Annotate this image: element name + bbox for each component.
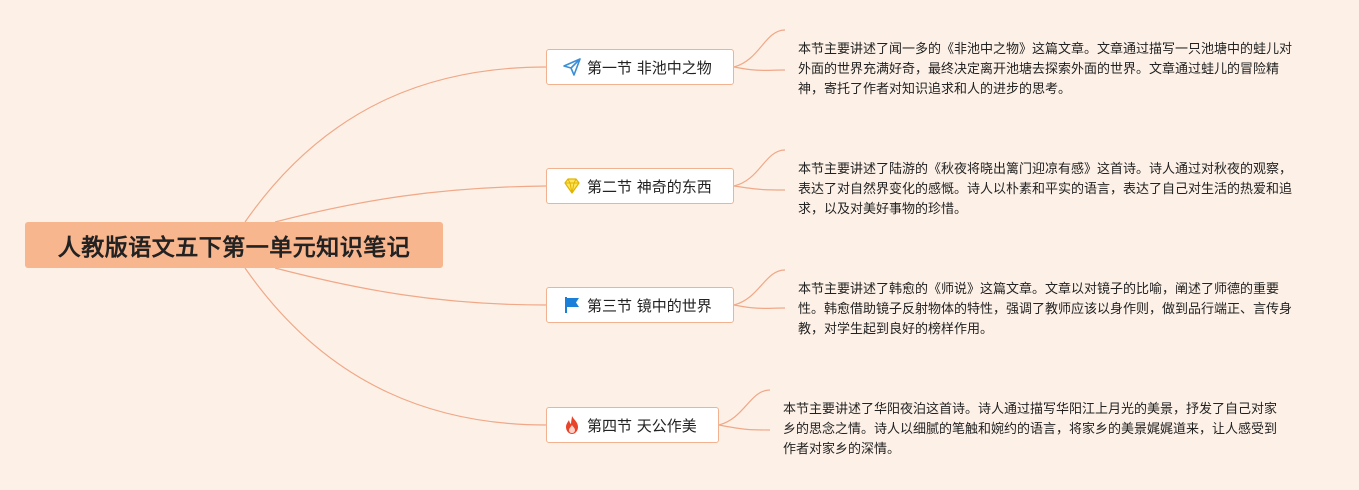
- connector-bracket-1-top: [733, 29, 786, 68]
- section-label-1: 第一节 非池中之物: [587, 58, 712, 77]
- section-description-3: 本节主要讲述了韩愈的《师说》这篇文章。文章以对镜子的比喻，阐述了师德的重要性。韩…: [798, 282, 1293, 337]
- connector-root-section-4: [244, 267, 547, 426]
- connector-bracket-3-bottom: [733, 304, 786, 309]
- connector-root-section-2: [274, 185, 547, 223]
- connector-bracket-2-bottom: [733, 185, 786, 191]
- fire-icon: [561, 414, 583, 436]
- section-label-2: 第二节 神奇的东西: [587, 177, 712, 196]
- connector-root-section-1: [244, 66, 547, 223]
- section-topic-1[interactable]: 第一节 非池中之物: [546, 49, 734, 85]
- section-description-4: 本节主要讲述了华阳夜泊这首诗。诗人通过描写华阳江上月光的美景，抒发了自己对家乡的…: [783, 402, 1278, 457]
- section-label-3: 第三节 镜中的世界: [587, 296, 712, 315]
- section-topic-4[interactable]: 第四节 天公作美: [546, 407, 719, 443]
- connector-bracket-3-top: [733, 269, 786, 306]
- section-description-1: 本节主要讲述了闻一多的《非池中之物》这篇文章。文章通过描写一只池塘中的蛙儿对外面…: [798, 42, 1293, 97]
- connector-bracket-4-top: [718, 389, 771, 426]
- paper-plane-icon: [561, 56, 583, 78]
- connector-bracket-2-top: [733, 149, 786, 187]
- diamond-icon: [561, 175, 583, 197]
- section-description-2: 本节主要讲述了陆游的《秋夜将晓出篱门迎凉有感》这首诗。诗人通过对秋夜的观察，表达…: [798, 162, 1293, 217]
- section-label-4: 第四节 天公作美: [587, 416, 697, 435]
- connector-root-section-3: [274, 267, 547, 306]
- section-topic-2[interactable]: 第二节 神奇的东西: [546, 168, 734, 204]
- connector-bracket-1-bottom: [733, 66, 786, 71]
- root-title: 人教版语文五下第一单元知识笔记: [57, 235, 411, 261]
- connector-bracket-4-bottom: [718, 424, 771, 431]
- section-topic-3[interactable]: 第三节 镜中的世界: [546, 287, 734, 323]
- root-topic[interactable]: 人教版语文五下第一单元知识笔记: [25, 222, 443, 268]
- flag-icon: [561, 294, 583, 316]
